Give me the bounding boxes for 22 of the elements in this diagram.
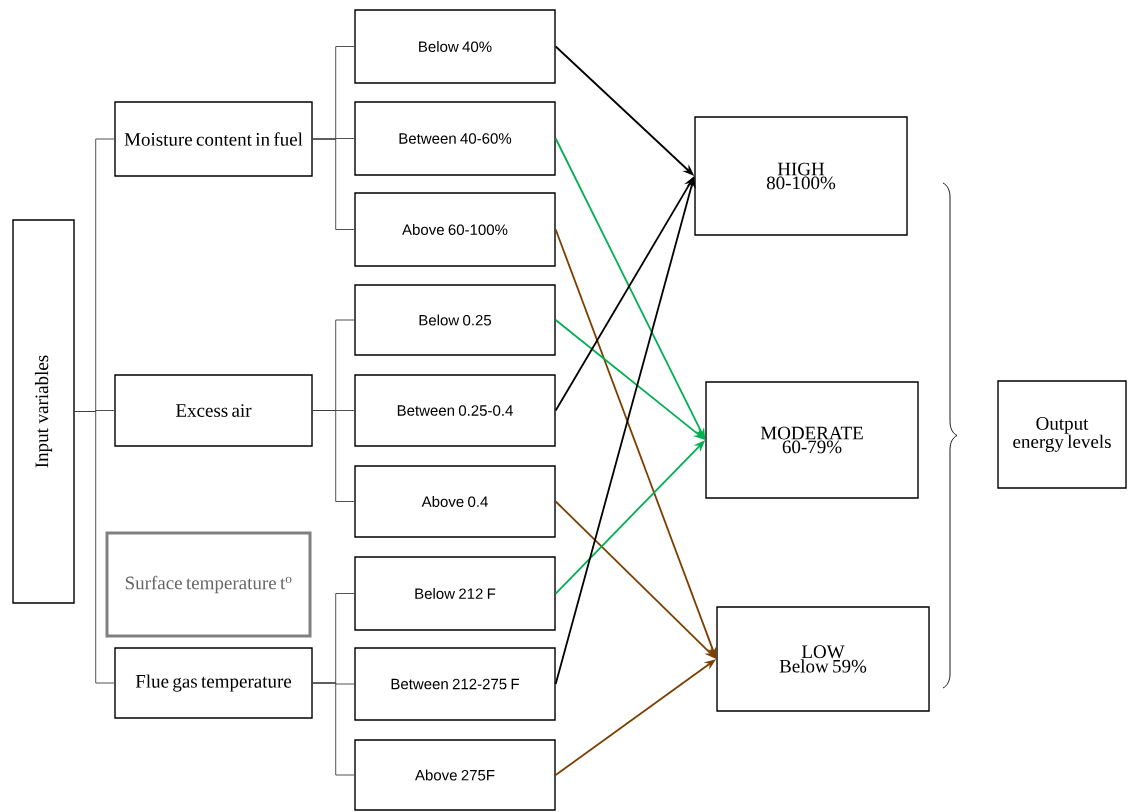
range-box: Between 0.25-0.4 bbox=[354, 374, 556, 447]
range-box: Between 40-60% bbox=[354, 101, 556, 176]
level-box: MODERATE 60-79% bbox=[705, 381, 919, 499]
connector-line bbox=[312, 138, 355, 230]
range-box: Below 40% bbox=[354, 9, 556, 84]
level-box: LOW Below 59% bbox=[716, 606, 930, 712]
output-box: Output energy levels bbox=[997, 380, 1127, 489]
input-box: Excess air bbox=[114, 374, 313, 447]
connector-line bbox=[312, 410, 355, 502]
range-box: Below 0.25 bbox=[354, 284, 556, 356]
connector-line bbox=[312, 682, 355, 776]
input-box: Moisture content in fuel bbox=[114, 101, 313, 177]
connector-line bbox=[74, 411, 115, 684]
input-box: Flue gas temperature bbox=[114, 647, 313, 719]
category-box: Input variables bbox=[12, 219, 75, 604]
overlay-box: Surface temperature t$^{o}$ bbox=[105, 531, 312, 638]
range-box: Above 275F bbox=[354, 739, 556, 811]
level-box: HIGH 80-100% bbox=[694, 116, 908, 236]
range-box: Above 60-100% bbox=[354, 192, 556, 267]
range-box: Below 212 F bbox=[354, 556, 556, 631]
range-box: Between 212-275 F bbox=[354, 647, 556, 721]
range-box: Above 0.4 bbox=[354, 465, 556, 538]
